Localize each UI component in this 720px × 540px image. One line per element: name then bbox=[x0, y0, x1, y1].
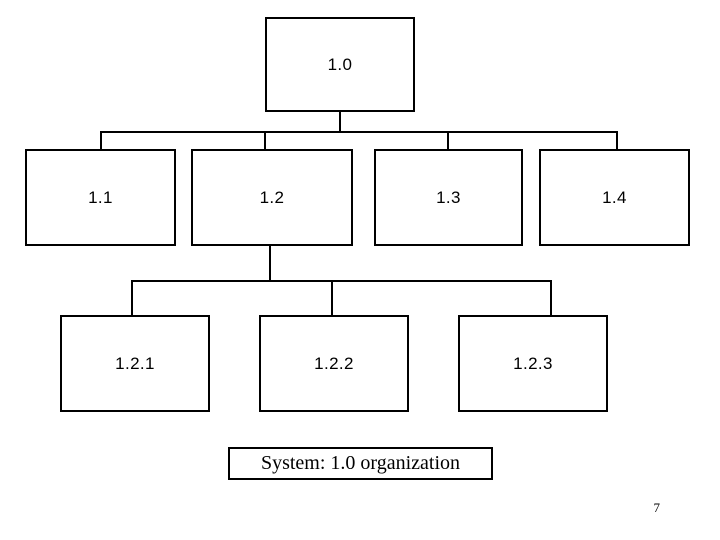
node-1-3[interactable]: 1.3 bbox=[374, 149, 523, 246]
node-1-2-label: 1.2 bbox=[259, 187, 285, 207]
connector-drop-1-2 bbox=[264, 131, 266, 151]
node-1-2-2-label: 1.2.2 bbox=[314, 353, 354, 373]
connector-drop-1-2-2 bbox=[331, 280, 333, 317]
connector-drop-1-2-1 bbox=[131, 280, 133, 317]
node-1-0-label: 1.0 bbox=[327, 54, 353, 74]
node-1-1[interactable]: 1.1 bbox=[25, 149, 176, 246]
node-1-2-1-label: 1.2.1 bbox=[115, 353, 155, 373]
connector-drop-1-3 bbox=[447, 131, 449, 151]
node-1-3-label: 1.3 bbox=[436, 187, 461, 207]
node-1-2-3-label: 1.2.3 bbox=[513, 353, 553, 373]
node-1-2-3[interactable]: 1.2.3 bbox=[458, 315, 608, 412]
diagram-caption: System: 1.0 organization bbox=[228, 447, 493, 480]
connector-drop-1-4 bbox=[616, 131, 618, 151]
node-1-4[interactable]: 1.4 bbox=[539, 149, 690, 246]
node-1-2[interactable]: 1.2 bbox=[191, 149, 353, 246]
connector-level2-bus bbox=[100, 131, 618, 133]
connector-level3-bus bbox=[131, 280, 552, 282]
diagram-caption-label: System: 1.0 organization bbox=[260, 452, 461, 474]
connector-1-2-stem bbox=[269, 246, 271, 282]
node-1-4-label: 1.4 bbox=[602, 187, 627, 207]
node-1-2-2[interactable]: 1.2.2 bbox=[259, 315, 409, 412]
connector-drop-1-1 bbox=[100, 131, 102, 151]
connector-root-stem bbox=[339, 112, 341, 133]
node-1-2-1[interactable]: 1.2.1 bbox=[60, 315, 210, 412]
node-1-0[interactable]: 1.0 bbox=[265, 17, 415, 112]
node-1-1-label: 1.1 bbox=[88, 187, 113, 207]
connector-drop-1-2-3 bbox=[550, 280, 552, 317]
page-number: 7 bbox=[653, 500, 661, 515]
